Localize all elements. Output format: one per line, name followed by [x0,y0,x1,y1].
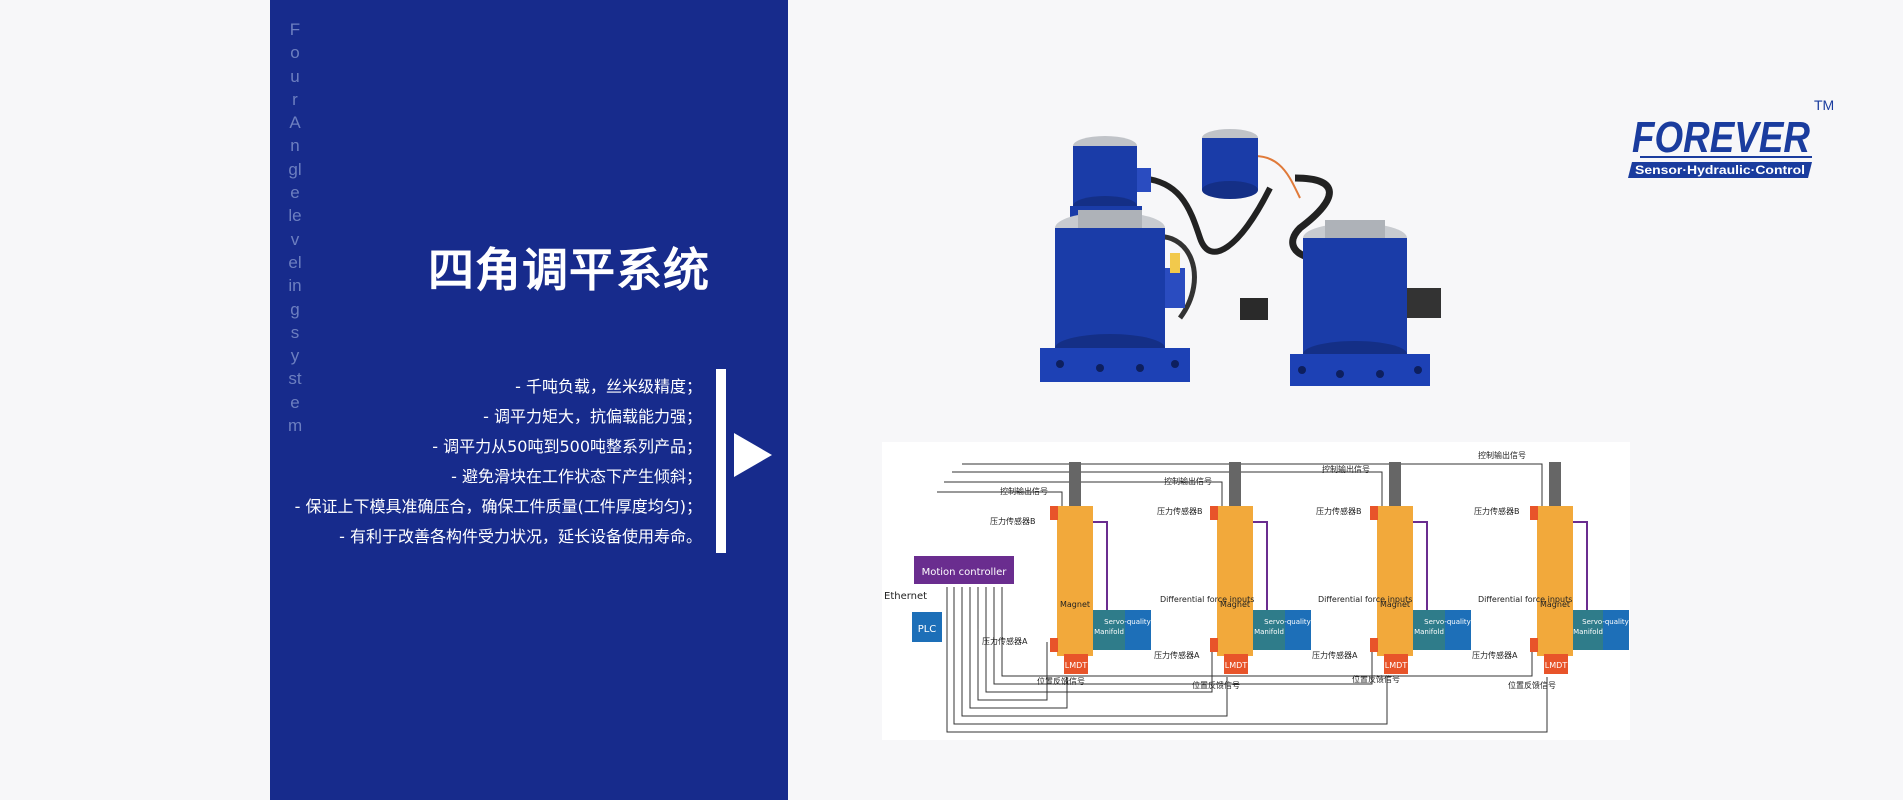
svg-text:Magnet: Magnet [1540,600,1570,609]
svg-text:FOREVER: FOREVER [1632,113,1810,162]
svg-text:压力传感器A: 压力传感器A [982,636,1028,646]
feature-item: - 避免滑块在工作状态下产生倾斜； [451,467,702,486]
svg-text:Servo-quality valve: Servo-quality valve [1264,618,1332,626]
ethernet-label: Ethernet [884,591,927,602]
svg-text:位置反馈信号: 位置反馈信号 [1508,680,1556,690]
feature-item: - 调平力从50吨到500吨整系列产品； [432,437,702,456]
cylinder-unit-2: 控制输出信号 压力传感器B 压力传感器A Differential force … [1154,462,1332,690]
motion-controller-block: Motion controller [914,556,1014,584]
cylinder-back-left [1070,136,1151,218]
svg-text:压力传感器A: 压力传感器A [1312,650,1358,660]
svg-text:控制输出信号: 控制输出信号 [1000,486,1048,496]
left-blue-panel [270,0,788,800]
svg-text:LMDT: LMDT [1065,661,1088,670]
feature-item: - 调平力矩大，抗偏载能力强； [483,407,702,426]
feature-item: - 保证上下模具准确压合，确保工件质量(工件厚度均匀)； [294,497,702,516]
svg-text:压力传感器B: 压力传感器B [1157,506,1203,516]
svg-text:Servo-quality valve: Servo-quality valve [1104,618,1172,626]
svg-text:Magnet: Magnet [1060,600,1090,609]
svg-text:控制输出信号: 控制输出信号 [1164,476,1212,486]
control-system-diagram: Motion controller Ethernet PLC 控制输出信号 压力… [882,442,1630,740]
svg-text:位置反馈信号: 位置反馈信号 [1352,674,1400,684]
svg-text:Magnet: Magnet [1220,600,1250,609]
svg-text:位置反馈信号: 位置反馈信号 [1037,676,1085,686]
svg-text:Differential force inputs: Differential force inputs [1478,595,1572,604]
svg-text:Manifold: Manifold [1414,628,1444,636]
svg-text:Manifold: Manifold [1094,628,1124,636]
svg-text:LMDT: LMDT [1545,661,1568,670]
svg-text:Manifold: Manifold [1573,628,1603,636]
svg-text:TM: TM [1814,97,1834,113]
cylinder-unit-4: 控制输出信号 压力传感器B 压力传感器A Differential force … [1472,450,1630,690]
product-image [1040,129,1441,386]
forever-logo: TM FOREVER Sensor·Hydraulic·Control [1628,97,1834,178]
svg-text:控制输出信号: 控制输出信号 [1322,464,1370,474]
vertical-side-text: Four Angle leveling system [288,20,303,436]
svg-text:Manifold: Manifold [1254,628,1284,636]
svg-text:Magnet: Magnet [1380,600,1410,609]
feature-list: - 千吨负载，丝米级精度； - 调平力矩大，抗偏载能力强； - 调平力从50吨到… [290,372,702,552]
svg-text:Differential force inputs: Differential force inputs [1160,595,1254,604]
cylinder-unit-1: 控制输出信号 压力传感器B 压力传感器A Magnet Manifold Ser… [982,462,1172,686]
svg-text:LMDT: LMDT [1385,661,1408,670]
accent-bar [716,369,726,553]
svg-text:Servo-quality valve: Servo-quality valve [1424,618,1492,626]
svg-text:PLC: PLC [918,624,937,635]
svg-text:Servo-quality valve: Servo-quality valve [1582,618,1630,626]
svg-text:压力传感器B: 压力传感器B [1474,506,1520,516]
svg-text:压力传感器A: 压力传感器A [1154,650,1200,660]
page-title: 四角调平系统 [428,243,710,297]
cylinder-front-left [1040,210,1190,382]
svg-text:压力传感器B: 压力传感器B [990,516,1036,526]
cylinder-front-right [1290,220,1441,386]
svg-text:位置反馈信号: 位置反馈信号 [1192,680,1240,690]
svg-text:Differential force inputs: Differential force inputs [1318,595,1412,604]
cylinder-back-right [1202,129,1258,199]
play-arrow-icon[interactable] [734,433,772,477]
svg-text:控制输出信号: 控制输出信号 [1478,450,1526,460]
svg-text:LMDT: LMDT [1225,661,1248,670]
svg-text:Sensor·Hydraulic·Control: Sensor·Hydraulic·Control [1635,163,1805,177]
feature-item: - 千吨负载，丝米级精度； [515,377,702,396]
cylinder-unit-3: 控制输出信号 压力传感器B 压力传感器A Differential force … [1312,462,1492,684]
svg-text:压力传感器A: 压力传感器A [1472,650,1518,660]
svg-text:压力传感器B: 压力传感器B [1316,506,1362,516]
feature-item: - 有利于改善各构件受力状况，延长设备使用寿命。 [339,527,702,546]
svg-text:Motion controller: Motion controller [922,567,1008,578]
plc-block: PLC [912,612,942,642]
